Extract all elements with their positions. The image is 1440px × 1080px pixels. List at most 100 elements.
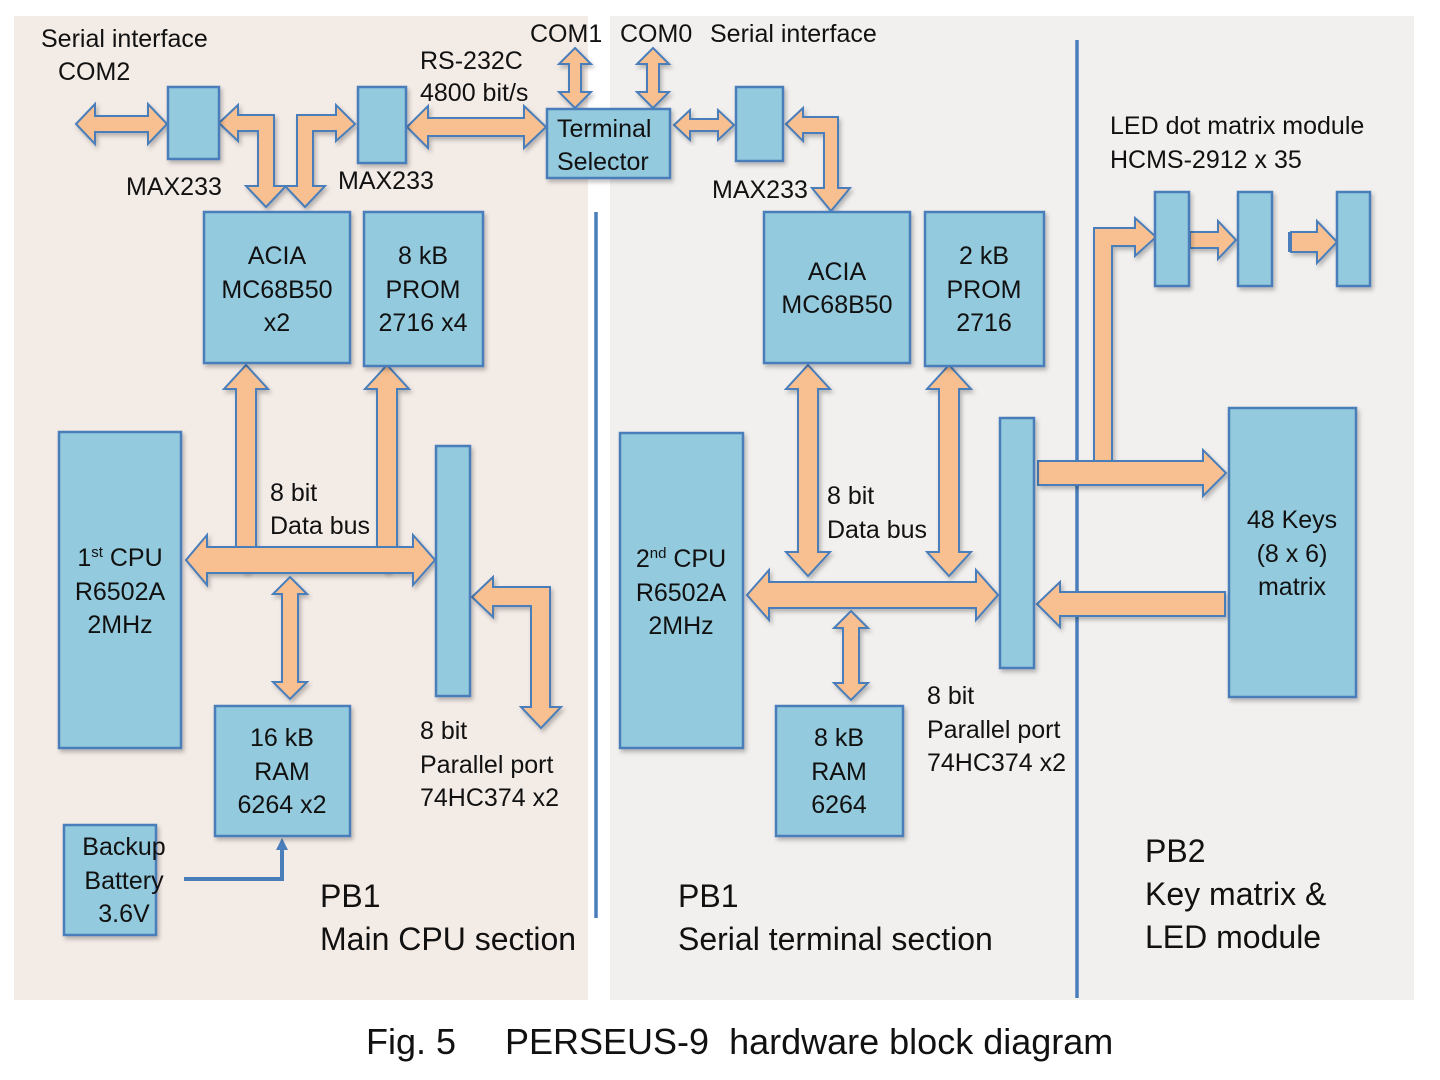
main-section-title-line1: PB1 <box>320 878 380 914</box>
rs232-label-line1: RS-232C <box>420 47 523 75</box>
term-data-bus-arrow <box>745 567 1000 623</box>
pport-main-line3: 74HC374 x2 <box>420 784 559 812</box>
ram-main-line2: RAM <box>254 758 310 786</box>
led-module-label-line1: LED dot matrix module <box>1110 112 1364 140</box>
terminal-selector-line2: Selector <box>557 148 649 176</box>
cpu1-num: 1 <box>77 544 91 572</box>
keys-line2: (8 x 6) <box>1257 540 1328 568</box>
ram-main-bus-arrow <box>270 575 310 701</box>
ram-main-line3: 6264 x2 <box>238 791 327 819</box>
serial-interface-right-label: Serial interface <box>710 20 877 48</box>
prom-main-line1: 8 kB <box>398 242 448 270</box>
cpu1-rest: CPU <box>103 544 163 572</box>
prom-main-line3: 2716 x4 <box>379 309 468 337</box>
acia-to-max233-b-arrow <box>282 102 357 209</box>
battery-line1: Backup <box>82 833 165 861</box>
keys-to-port-arrow <box>1035 579 1226 630</box>
databus-main-line2: Data bus <box>270 512 370 540</box>
battery-line2: Battery <box>84 867 164 895</box>
battery-wire <box>184 846 284 881</box>
led-module-block-1 <box>1153 190 1191 288</box>
led-module-block-2 <box>1236 190 1274 288</box>
prom-main-block <box>362 210 485 368</box>
cpu2-sup: nd <box>650 545 667 562</box>
ram-term-line3: 6264 <box>811 791 867 819</box>
databus-term-line2: Data bus <box>827 516 927 544</box>
prom-term-block <box>923 210 1046 368</box>
terminal-selector-line1: Terminal <box>557 115 651 143</box>
keys-line1: 48 Keys <box>1247 506 1337 534</box>
cpu1-line2: R6502A <box>75 578 166 606</box>
max233-b-label: MAX233 <box>338 167 434 195</box>
com2-label-line1: Serial interface <box>41 25 208 53</box>
pb2-section-title-line3: LED module <box>1145 919 1321 955</box>
pport-term-line2: Parallel port <box>927 716 1060 744</box>
led-module-block-n <box>1335 190 1372 288</box>
cpu2-line1: 2nd CPU <box>636 545 726 573</box>
cpu2-line3: 2MHz <box>648 612 713 640</box>
selector-to-max233-c-arrow <box>672 107 736 143</box>
pport-term-line3: 74HC374 x2 <box>927 749 1066 777</box>
ram-term-line1: 8 kB <box>814 724 864 752</box>
led-chain-arrow-1 <box>1189 218 1238 262</box>
acia-term-line2: MC68B50 <box>781 291 892 319</box>
pport-main-line2: Parallel port <box>420 751 553 779</box>
pb2-section-title-line2: Key matrix & <box>1145 876 1326 912</box>
max233-a-to-acia-arrow <box>217 102 289 209</box>
cpu1-sup: st <box>91 544 104 561</box>
acia-term-bus-arrow <box>783 363 833 578</box>
figure-number: Fig. 5 <box>366 1021 456 1062</box>
cpu1-block <box>57 430 183 750</box>
com0-label: COM0 <box>620 20 692 48</box>
prom-main-line2: PROM <box>386 276 461 304</box>
ram-main-line1: 16 kB <box>250 724 314 752</box>
parallel-port-term-block <box>998 416 1036 670</box>
term-section-title-line1: PB1 <box>678 878 738 914</box>
figure-title: PERSEUS-9 hardware block diagram <box>505 1021 1113 1062</box>
databus-main-line1: 8 bit <box>270 479 317 507</box>
acia-term-line1: ACIA <box>808 258 867 286</box>
prom-term-bus-arrow <box>924 363 974 578</box>
com1-label: COM1 <box>530 20 602 48</box>
pport-main-line1: 8 bit <box>420 717 467 745</box>
acia-main-line1: ACIA <box>248 242 307 270</box>
led-module-feed-arrow <box>1093 215 1158 463</box>
acia-main-line3: x2 <box>264 309 290 337</box>
cpu1-line3: 2MHz <box>87 611 152 639</box>
keys-line3: matrix <box>1258 573 1327 601</box>
ram-main-block <box>213 704 352 838</box>
cpu2-num: 2 <box>636 545 650 573</box>
cpu2-rest: CPU <box>666 545 726 573</box>
prom-term-line3: 2716 <box>956 309 1012 337</box>
battery-block <box>62 823 158 937</box>
led-chain-arrow-2 <box>1290 218 1339 266</box>
max233-c-label: MAX233 <box>712 176 808 204</box>
max233-a-label: MAX233 <box>126 173 222 201</box>
pb2-section-title-line1: PB2 <box>1145 833 1205 869</box>
rs232-label-line2: 4800 bit/s <box>420 79 528 107</box>
port-to-keys-arrow <box>1037 447 1228 499</box>
acia-main-line2: MC68B50 <box>221 276 332 304</box>
battery-wire-arrowhead <box>276 838 288 850</box>
prom-term-line2: PROM <box>947 276 1022 304</box>
led-module-label-line2: HCMS-2912 x 35 <box>1110 146 1302 174</box>
main-section-title-line2: Main CPU section <box>320 921 576 957</box>
battery-line3: 3.6V <box>98 900 150 928</box>
led-chain-ellipsis-mark <box>1288 232 1292 252</box>
acia-term-block <box>762 210 912 365</box>
max233-b-block <box>356 85 408 165</box>
key-matrix-block <box>1227 406 1358 699</box>
parallel-port-main-block <box>434 444 472 698</box>
cpu2-block <box>618 431 745 750</box>
ram-term-bus-arrow <box>831 609 871 702</box>
parallel-port-main-io-arrow <box>470 574 564 730</box>
ram-term-block <box>774 704 905 838</box>
pport-term-line1: 8 bit <box>927 682 974 710</box>
ram-term-line2: RAM <box>811 758 867 786</box>
max233-a-block <box>166 85 221 161</box>
cpu2-line2: R6502A <box>636 579 727 607</box>
term-section-title-line2: Serial terminal section <box>678 921 993 957</box>
prom-term-line1: 2 kB <box>959 242 1009 270</box>
max233-c-block <box>734 85 785 163</box>
terminal-selector-block <box>545 107 672 180</box>
